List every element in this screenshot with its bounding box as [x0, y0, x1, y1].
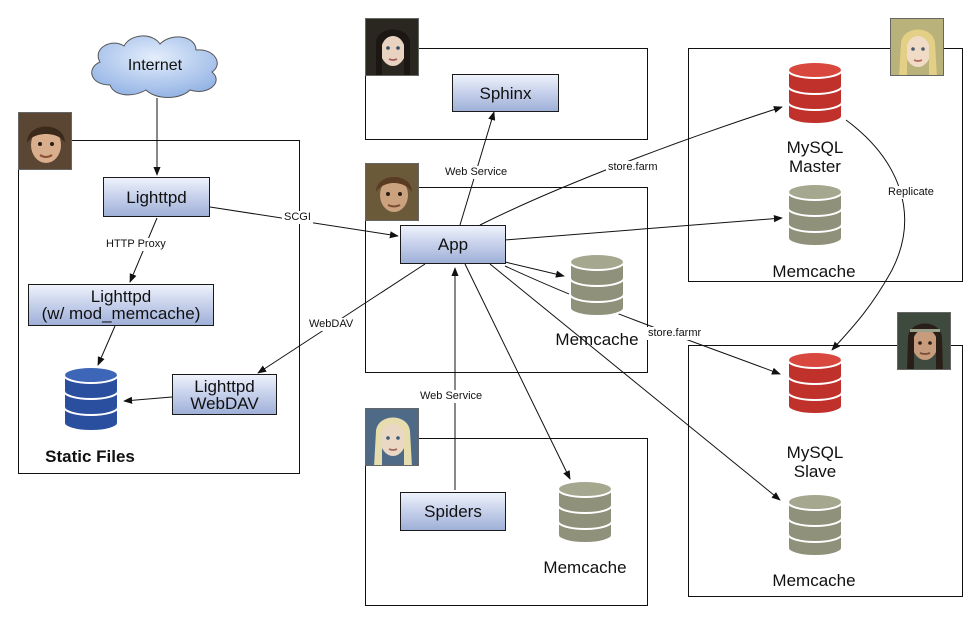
slave-memcache-label: Memcache [772, 571, 856, 590]
spiders-memcache-label: Memcache [543, 558, 627, 577]
slave-memcache-db-icon [787, 493, 843, 557]
avatar-app [365, 163, 419, 221]
edge-label-replicate: Replicate [886, 186, 936, 199]
edge-label-http-proxy: HTTP Proxy [104, 238, 168, 251]
mysql-master-db-icon [787, 61, 843, 125]
edge-label-store-farm: store.farm [606, 161, 660, 174]
app-memcache-db-icon [569, 253, 625, 317]
master-memcache-label: Memcache [772, 262, 856, 281]
edge-replicate [831, 119, 906, 351]
avatar-master [890, 18, 944, 76]
edge-label-webdav: WebDAV [307, 318, 356, 331]
spiders-memcache-db-icon [557, 480, 613, 544]
lighttpd-webdav-node[interactable]: Lighttpd WebDAV [172, 374, 277, 415]
edge-app-local-memcache [504, 261, 565, 278]
edge-app-master-memcache [504, 215, 783, 241]
avatar-sphinx [365, 18, 419, 76]
mysql-master-label: MySQL Master [786, 138, 844, 176]
avatar-spiders [365, 408, 419, 466]
avatar-frontend [18, 112, 72, 170]
edge-label-web-service-sphinx: Web Service [443, 166, 510, 179]
master-memcache-db-icon [787, 183, 843, 247]
edge-app-slave [504, 265, 781, 375]
spiders-node[interactable]: Spiders [400, 492, 506, 531]
lighttpd-memcache-node[interactable]: Lighttpd (w/ mod_memcache) [28, 284, 214, 326]
edge-app-slave-memcache [489, 263, 781, 501]
sphinx-node[interactable]: Sphinx [452, 74, 559, 112]
edge-label-web-service-spiders: Web Service [418, 390, 485, 403]
mysql-slave-label: MySQL Slave [786, 443, 844, 481]
app-node[interactable]: App [400, 225, 506, 264]
internet-cloud [91, 35, 218, 98]
edge-webdav-static [123, 396, 173, 404]
edge-label-scgi: SCGI [282, 211, 313, 224]
avatar-slave [897, 312, 951, 370]
static-files-label: Static Files [45, 447, 135, 466]
internet-label: Internet [127, 57, 183, 74]
app-memcache-label: Memcache [555, 330, 639, 349]
lighttpd-node[interactable]: Lighttpd [103, 177, 210, 217]
static-files-db-icon [63, 366, 119, 432]
mysql-slave-db-icon [787, 351, 843, 415]
edge-app-spiders-memcache [464, 263, 571, 480]
edge-memcache-static [97, 325, 116, 366]
edge-label-store-farmr: store.farmr [646, 327, 704, 340]
